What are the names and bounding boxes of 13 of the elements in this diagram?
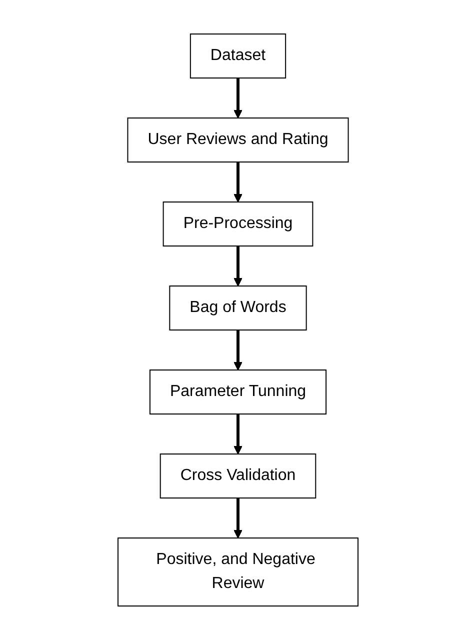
node-box: User Reviews and Rating <box>126 117 348 162</box>
arrow <box>233 414 242 454</box>
arrow <box>233 246 242 286</box>
arrow <box>233 498 242 538</box>
node-box: Pre-Processing <box>162 201 313 246</box>
node-box: Cross Validation <box>159 453 316 498</box>
arrow <box>233 162 242 202</box>
node-box: Positive, and Negative Review <box>117 537 358 606</box>
arrow <box>233 78 242 118</box>
node-box: Bag of Words <box>168 285 306 330</box>
node-box: Parameter Tunning <box>148 369 326 414</box>
node-box: Dataset <box>189 33 286 78</box>
arrow <box>233 330 242 370</box>
